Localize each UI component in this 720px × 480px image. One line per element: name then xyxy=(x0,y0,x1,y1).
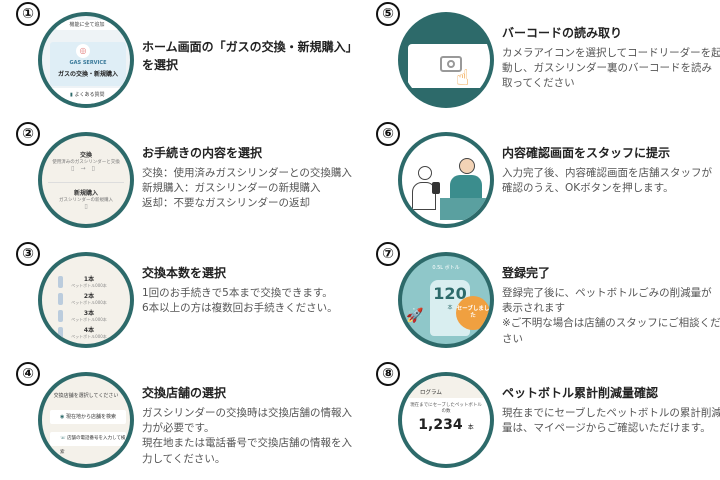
step-number: ⑤ xyxy=(376,2,400,26)
count-option-1[interactable]: 1本 ペットボトル000本 xyxy=(52,274,126,291)
step-thumbnail xyxy=(398,132,494,228)
gas-icon: ◎ xyxy=(76,44,90,58)
step-title: お手続きの内容を選択 xyxy=(142,146,263,160)
phone-icon: ☏ xyxy=(60,436,68,441)
staff-icon xyxy=(450,158,484,200)
saved-total-label: 現在までにセーブしたペットボトルの数 xyxy=(410,403,482,414)
step-thumbnail: 交換店舗を選択してください ◉ 現在地から店舗を検索 ☏ 店舗の電話番号を入力し… xyxy=(38,372,134,468)
option-new-purchase-sub: ガスシリンダーの新規購入 xyxy=(59,198,113,203)
location-icon: ◉ xyxy=(60,414,66,420)
step-description: 登録完了後に、ペットボトルごみの削減量が表示されます ※ご不明な場合は店舗のスタ… xyxy=(502,287,720,345)
cylinder-icon: ▯ xyxy=(84,203,88,210)
step-3: ③ 1本 ペットボトル000本 2本 ペットボトル000本 3本 ペットボトル0… xyxy=(0,240,360,360)
saved-total-count: 1,234 xyxy=(418,417,463,433)
step-title: 交換本数を選択 xyxy=(142,266,227,280)
step-title: 交換店舗の選択 xyxy=(142,386,227,400)
saved-total-unit: 本 xyxy=(467,424,474,431)
count-option-2[interactable]: 2本 ペットボトル000本 xyxy=(52,291,126,308)
step-description: 交換：使用済みガスシリンダーとの交換購入 新規購入：ガスシリンダーの新規購入 返… xyxy=(142,167,352,210)
step-title: 内容確認画面をスタッフに提示 xyxy=(502,146,671,160)
step-2: ② 交換 使用済みのガスシリンダーと交換 ▯→▯ 新規購入 ガスシリンダーの新規… xyxy=(0,120,360,240)
step-number: ④ xyxy=(16,362,40,386)
step-thumbnail: ☝ xyxy=(398,12,494,108)
phone-icon xyxy=(432,182,440,194)
rocket-icon: 🚀 xyxy=(406,308,424,324)
step-number: ③ xyxy=(16,242,40,266)
step-title: 登録完了 xyxy=(502,266,551,280)
step-thumbnail: 交換 使用済みのガスシリンダーと交換 ▯→▯ 新規購入 ガスシリンダーの新規購入… xyxy=(38,132,134,228)
saved-badge: セーブしました xyxy=(456,296,490,330)
step-thumbnail: 機能に全て追加 ◎ GAS SERVICE ガスの交換・新規購入 ▮ よくある質… xyxy=(38,12,134,108)
step-4: ④ 交換店舗を選択してください ◉ 現在地から店舗を検索 ☏ 店舗の電話番号を入… xyxy=(0,360,360,480)
step-thumbnail: ログラム 現在までにセーブしたペットボトルの数 1,234 本 xyxy=(398,372,494,468)
service-label: GAS SERVICE xyxy=(69,60,107,66)
step-number: ① xyxy=(16,2,40,26)
bottle-icon xyxy=(58,310,63,322)
option-exchange[interactable]: 交換 xyxy=(79,152,92,159)
step-description: カメラアイコンを選択してコードリーダーを起動し、ガスシリンダー裏のバーコードを読… xyxy=(502,47,720,90)
camera-icon[interactable] xyxy=(440,56,462,72)
step-title: ホーム画面の「ガスの交換・新規購入」を選択 xyxy=(142,40,358,72)
saved-count: 120 xyxy=(433,284,467,303)
step-thumbnail: 0.5L ボトル 120 本 🚀 セーブしました xyxy=(398,252,494,348)
step-description: 1回のお手続きで5本まで交換できます。 6本以上の方は複数回お手続きください。 xyxy=(142,287,338,315)
step-7: ⑦ 0.5L ボトル 120 本 🚀 セーブしました 登録完了 登録完了後に、ペ… xyxy=(360,240,720,360)
bottle-icon xyxy=(58,293,63,305)
step-1: ① 機能に全て追加 ◎ GAS SERVICE ガスの交換・新規購入 ▮ よくあ… xyxy=(0,0,360,120)
search-by-phone-button[interactable]: ☏ 店舗の電話番号を入力して検索 xyxy=(50,432,126,455)
thumb-footer: ▮ よくある質問 xyxy=(42,88,130,104)
store-select-heading: 交換店舗を選択してください xyxy=(53,393,119,399)
count-option-4[interactable]: 4本 ペットボトル000本 xyxy=(52,325,126,342)
step-number: ⑥ xyxy=(376,122,400,146)
search-by-location-button[interactable]: ◉ 現在地から店舗を検索 xyxy=(50,410,126,424)
step-number: ⑧ xyxy=(376,362,400,386)
step-number: ⑦ xyxy=(376,242,400,266)
divider xyxy=(48,182,124,183)
step-5: ⑤ ☝ バーコードの読み取り カメラアイコンを選択してコードリーダーを起動し、ガ… xyxy=(360,0,720,120)
step-thumbnail: 1本 ペットボトル000本 2本 ペットボトル000本 3本 ペットボトル000… xyxy=(38,252,134,348)
service-card-title[interactable]: ガスの交換・新規購入 xyxy=(57,71,118,78)
bottle-icon xyxy=(58,327,63,339)
option-new-purchase[interactable]: 新規購入 xyxy=(73,190,98,197)
step-title: ペットボトル累計削減量確認 xyxy=(502,386,659,400)
option-exchange-sub: 使用済みのガスシリンダーと交換 xyxy=(52,160,120,165)
tap-hand-icon: ☝ xyxy=(456,66,470,91)
counter xyxy=(440,198,490,220)
faq-icon: ▮ xyxy=(70,92,75,98)
program-header: ログラム xyxy=(402,376,490,398)
count-option-3[interactable]: 3本 ペットボトル000本 xyxy=(52,308,126,325)
bottle-icon xyxy=(58,276,63,288)
service-card: ◎ GAS SERVICE ガスの交換・新規購入 xyxy=(50,42,126,86)
thumb-top-label: 機能に全て追加 xyxy=(56,20,118,30)
customer-icon xyxy=(412,166,438,214)
step-8: ⑧ ログラム 現在までにセーブしたペットボトルの数 1,234 本 ペットボトル… xyxy=(360,360,720,480)
faq-link[interactable]: よくある質問 xyxy=(74,92,105,98)
step-number: ② xyxy=(16,122,40,146)
step-description: 現在までにセーブしたペットボトルの累計削減量は、マイページからご確認いただけます… xyxy=(502,407,720,435)
step-title: バーコードの読み取り xyxy=(502,26,623,40)
cylinder-icons: ▯→▯ xyxy=(71,165,101,172)
bottle-size-label: 0.5L ボトル xyxy=(432,265,460,271)
step-6: ⑥ 内容確認画面をスタッフに提示 入力完了後、内容確認画面を店舗スタッフが確認の… xyxy=(360,120,720,240)
step-description: ガスシリンダーの交換時は交換店舗の情報入力が必要です。 現在地または電話番号で交… xyxy=(142,407,352,465)
step-description: 入力完了後、内容確認画面を店舗スタッフが確認のうえ、OKボタンを押します。 xyxy=(502,167,712,195)
saved-unit: 本 xyxy=(447,305,453,311)
